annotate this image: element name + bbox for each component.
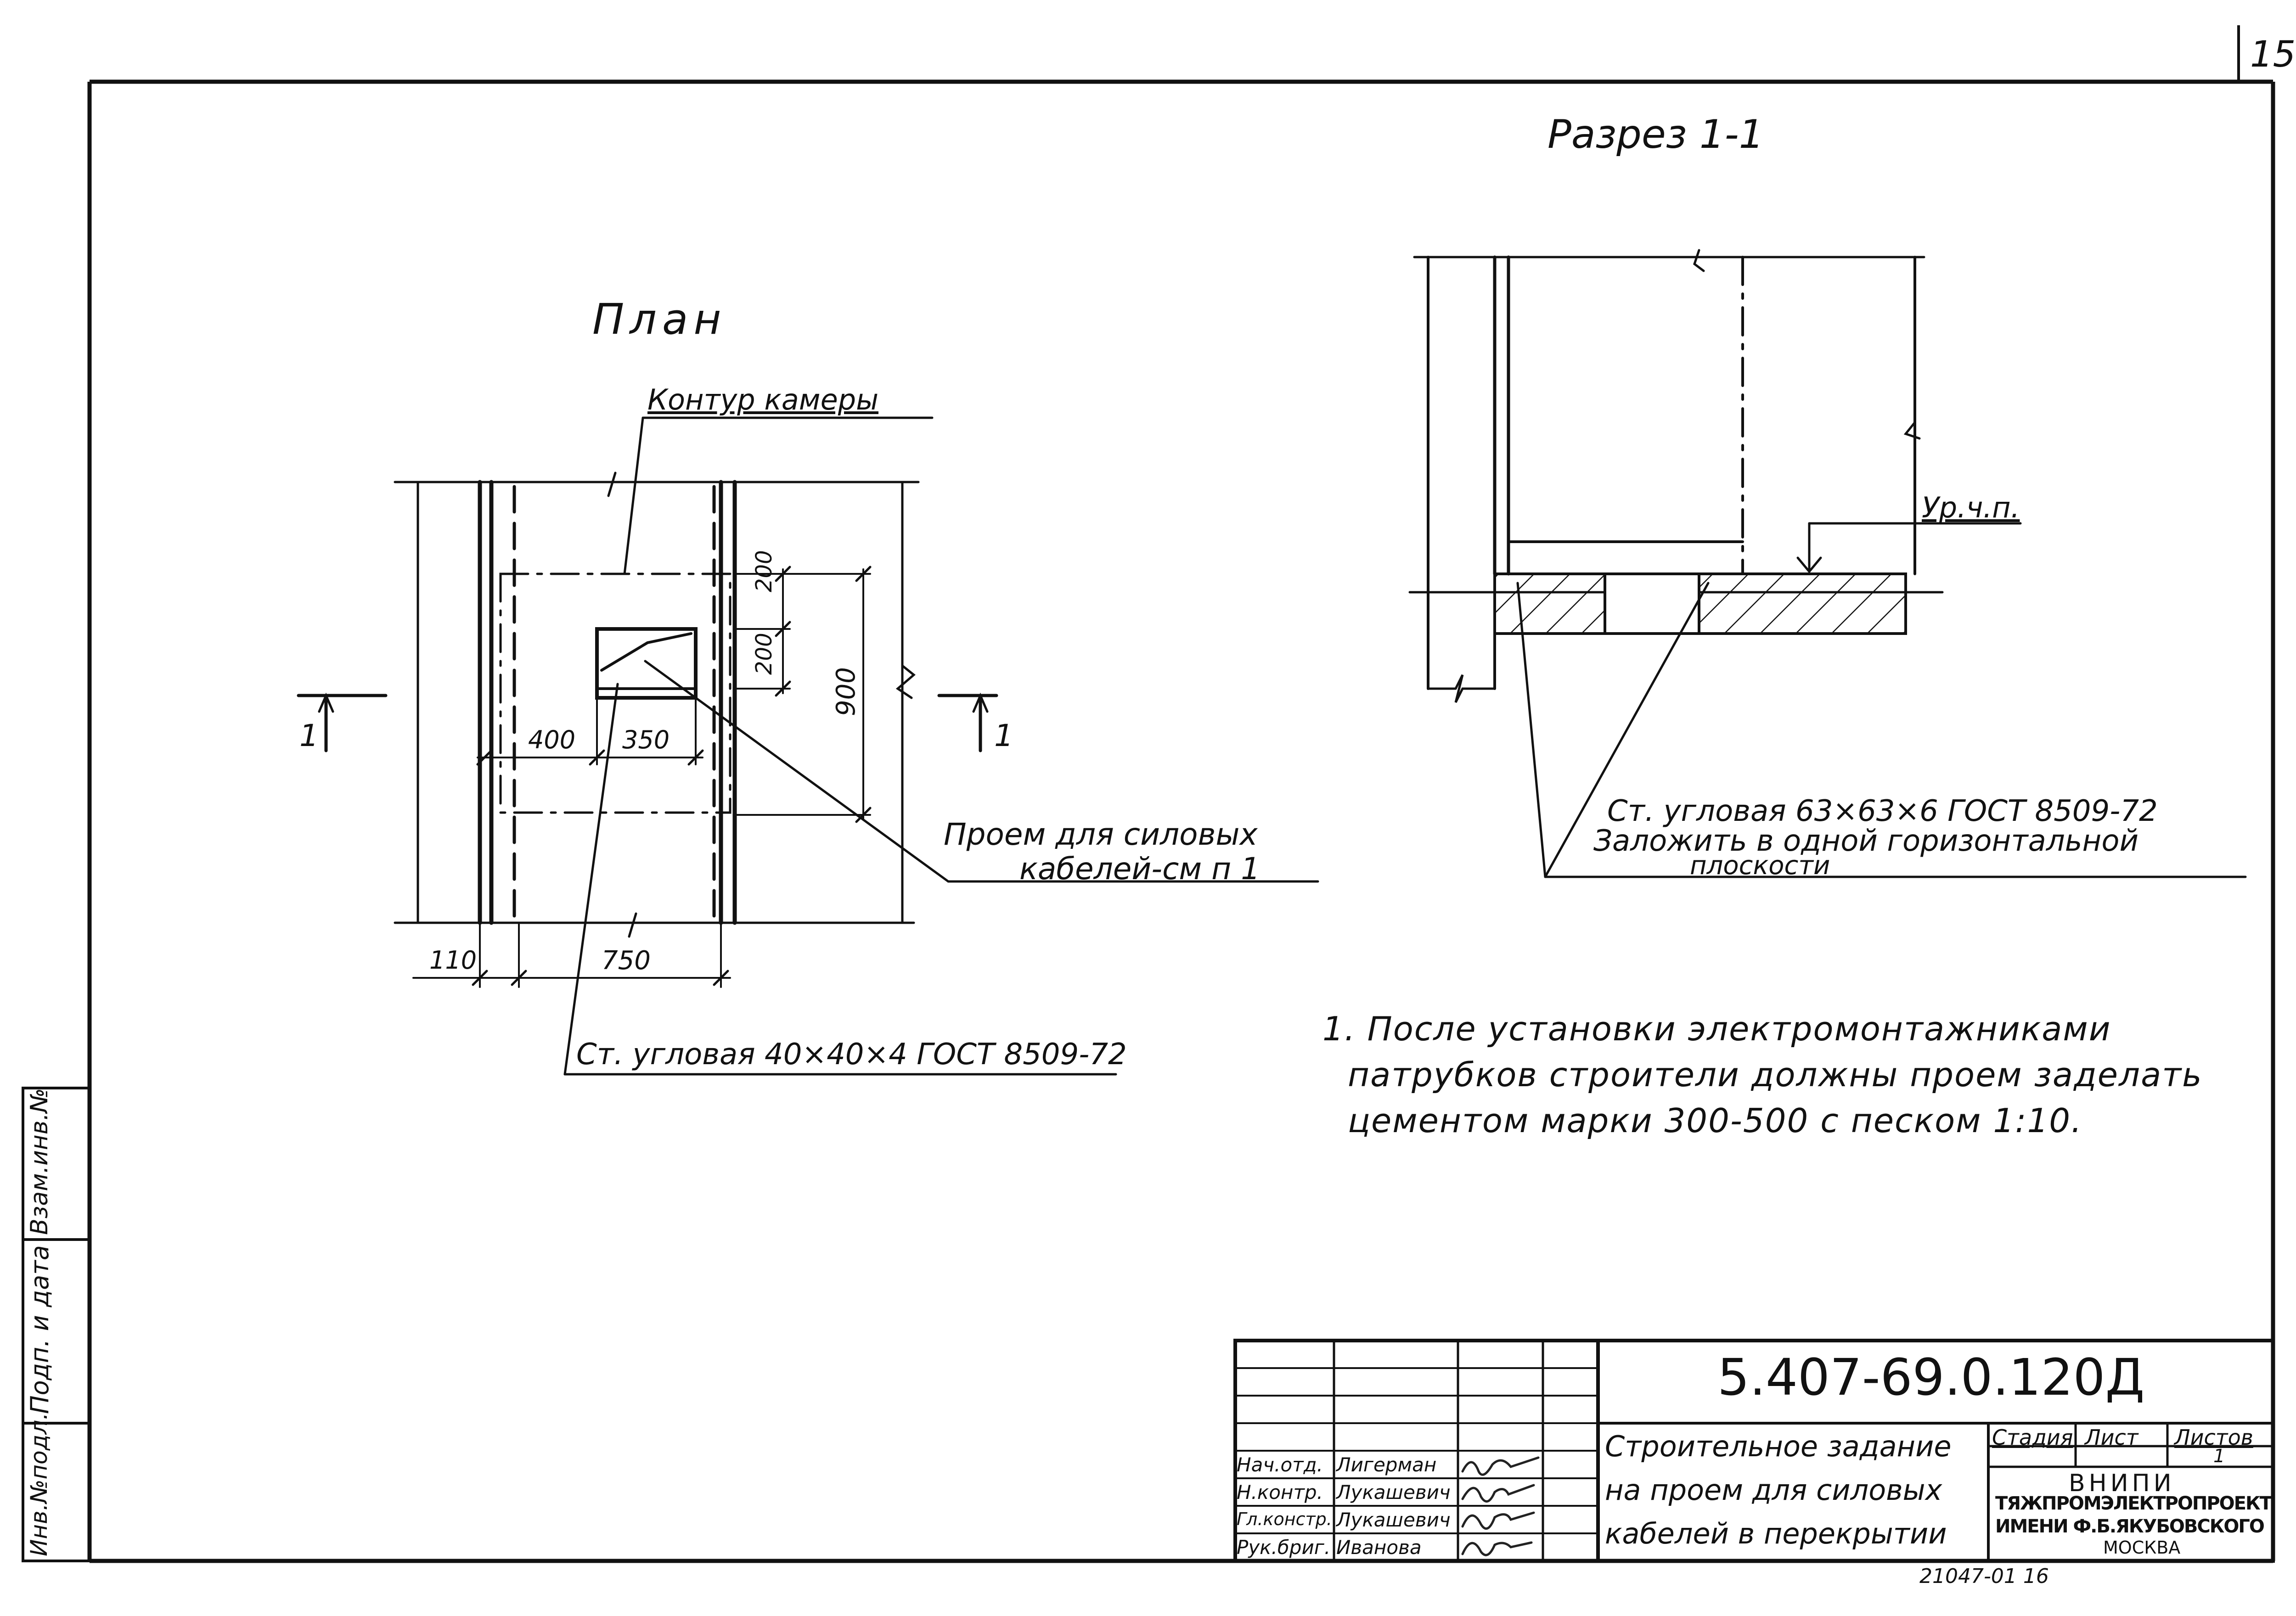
- title-description-3: кабелей в перекрытии: [1605, 1517, 1947, 1550]
- title-description-2: на проем для силовых: [1605, 1473, 1942, 1507]
- org-line-1: ВНИПИ: [2069, 1470, 2175, 1497]
- stage-header: Стадия: [1992, 1425, 2073, 1450]
- dim-200-lower: 200: [751, 633, 777, 675]
- section-mark-left: 1: [299, 718, 319, 753]
- general-note-line-3: цементом марки 300-500 с песком 1:10.: [1348, 1101, 2082, 1140]
- page-number: 15: [2250, 34, 2296, 75]
- staff-role-1: Нач.отд.: [1237, 1453, 1323, 1476]
- section-title: Разрез 1-1: [1548, 112, 1764, 157]
- plan-title: План: [592, 295, 727, 344]
- staff-role-4: Рук.бриг.: [1237, 1536, 1331, 1559]
- org-line-4: МОСКВА: [2103, 1537, 2181, 1558]
- section-mark-right: 1: [994, 718, 1013, 753]
- general-note-line-1: 1. После установки электромонтажниками: [1322, 1010, 2111, 1048]
- staff-role-2: Н.контр.: [1237, 1481, 1323, 1504]
- sheets-value: 1: [2213, 1446, 2225, 1467]
- dim-750: 750: [602, 946, 651, 976]
- sheet-header: Лист: [2085, 1425, 2138, 1450]
- dim-900: 900: [831, 667, 861, 716]
- side-stamp-sign-date: Подп. и дата: [25, 1245, 54, 1414]
- dim-200-upper: 200: [751, 550, 777, 592]
- opening-label-line-2: кабелей-см п 1: [1019, 851, 1261, 887]
- contour-label: Контур камеры: [647, 383, 879, 416]
- section-drawing: [1408, 249, 2247, 878]
- dim-110: 110: [429, 946, 477, 975]
- side-stamp-frame: [22, 1087, 91, 1562]
- staff-name-2: Лукашевич: [1336, 1481, 1451, 1504]
- org-line-3: ИМЕНИ Ф.Б.ЯКУБОВСКОГО: [1995, 1516, 2265, 1537]
- dim-400: 400: [528, 725, 576, 754]
- dim-350: 350: [622, 725, 670, 754]
- org-line-2: ТЯЖПРОМЭЛЕКТРОПРОЕКТ: [1995, 1493, 2272, 1514]
- title-block-frame: [1233, 1339, 2275, 1563]
- side-stamp-inv: Инв.№подл.: [26, 1412, 52, 1556]
- angle-label: Ст. угловая 40×40×4 ГОСТ 8509-72: [576, 1038, 1127, 1072]
- general-note-line-2: патрубков строители должны проем заделат…: [1348, 1055, 2203, 1094]
- floor-level-label: Ур.ч.п.: [1922, 491, 2020, 524]
- opening-label-line-1: Проем для силовых: [944, 817, 1258, 852]
- staff-role-3: Гл.констр.: [1237, 1509, 1332, 1529]
- sheets-header: Листов: [2174, 1425, 2253, 1450]
- section-note-line-2: Заложить в одной горизонтальной: [1593, 824, 2139, 858]
- document-code: 5.407-69.0.120Д: [1717, 1348, 2145, 1407]
- side-stamp-replace-inv: Взам.инв.№: [26, 1088, 53, 1235]
- order-number: 21047-01 16: [1919, 1565, 2049, 1588]
- section-note-line-3: плоскости: [1690, 851, 1830, 881]
- section-note-line-1: Ст. угловая 63×63×6 ГОСТ 8509-72: [1607, 794, 2158, 828]
- plan-drawing: [297, 416, 1319, 1076]
- staff-name-1: Лигерман: [1336, 1453, 1437, 1476]
- staff-name-4: Иванова: [1336, 1536, 1422, 1559]
- staff-name-3: Лукашевич: [1336, 1509, 1451, 1531]
- title-description-1: Строительное задание: [1605, 1430, 1952, 1463]
